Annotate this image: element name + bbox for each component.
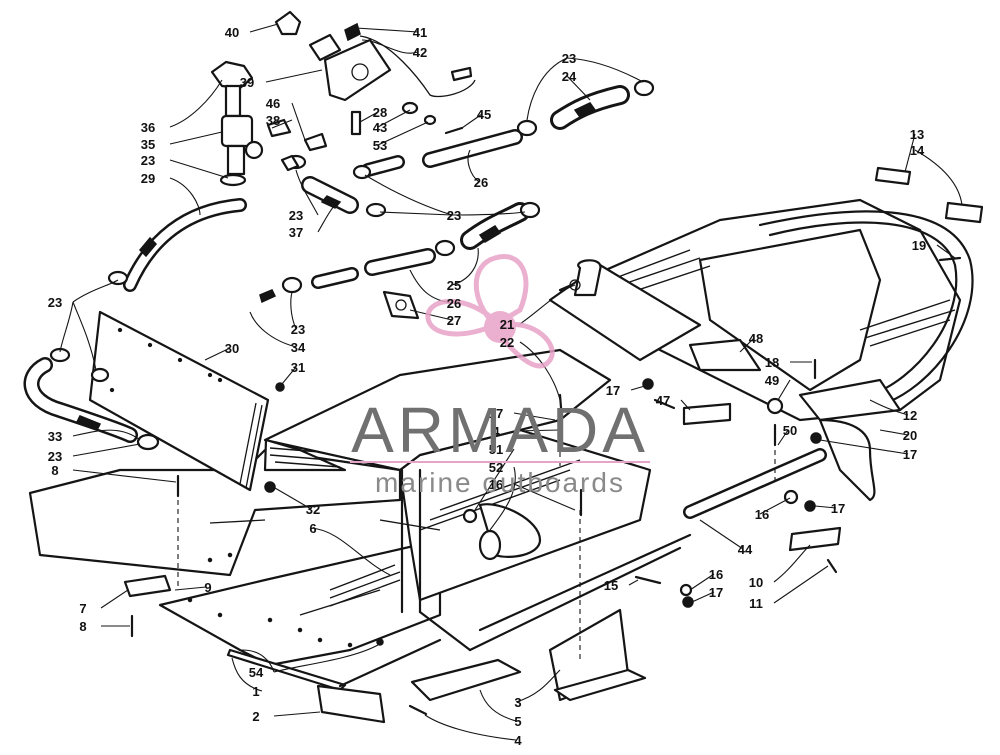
watermark-title: ARMADA: [351, 394, 649, 466]
part-label-39: 39: [240, 75, 254, 90]
part-label-42: 42: [413, 45, 427, 60]
pink-propeller-icon: [425, 254, 555, 369]
leader-lines: [59, 23, 963, 741]
part-label-13: 13: [910, 127, 924, 142]
part-label-38: 38: [266, 113, 280, 128]
part-label-43: 43: [373, 120, 387, 135]
part-label-17: 17: [709, 585, 723, 600]
part-label-26: 26: [474, 175, 488, 190]
part-label-28: 28: [373, 105, 387, 120]
part-label-24: 24: [562, 69, 577, 84]
part-label-23: 23: [48, 295, 62, 310]
part-label-23: 23: [562, 51, 576, 66]
part-label-15: 15: [604, 578, 618, 593]
part-label-1: 1: [252, 684, 259, 699]
part-label-8: 8: [51, 463, 58, 478]
part-label-12: 12: [903, 408, 917, 423]
part-label-48: 48: [749, 331, 763, 346]
part-label-53: 53: [373, 138, 387, 153]
part-label-40: 40: [225, 25, 239, 40]
part-label-32: 32: [306, 502, 320, 517]
part-label-45: 45: [477, 107, 491, 122]
part-label-23: 23: [447, 208, 461, 223]
part-label-23: 23: [291, 322, 305, 337]
part-label-20: 20: [903, 428, 917, 443]
part-label-16: 16: [755, 507, 769, 522]
part-label-26: 26: [447, 296, 461, 311]
part-label-17: 17: [831, 501, 845, 516]
part-label-36: 36: [141, 120, 155, 135]
part-label-34: 34: [291, 340, 306, 355]
part-label-9: 9: [204, 580, 211, 595]
part-label-51: 51: [489, 442, 503, 457]
part-label-44: 44: [738, 542, 753, 557]
part-label-22: 22: [500, 335, 514, 350]
part-label-17: 17: [489, 406, 503, 421]
part-label-49: 49: [765, 373, 779, 388]
rear-bumper-frame: [548, 198, 974, 502]
part-label-8: 8: [79, 619, 86, 634]
part-label-4: 4: [492, 424, 500, 439]
watermark: ARMADA marine outboards: [350, 394, 650, 498]
part-label-11: 11: [749, 596, 763, 611]
part-label-47: 47: [656, 393, 670, 408]
part-label-30: 30: [225, 341, 239, 356]
part-label-23: 23: [289, 208, 303, 223]
part-label-4: 4: [514, 733, 522, 748]
part-label-21: 21: [500, 317, 514, 332]
coolant-hoses: [23, 85, 630, 443]
part-label-3: 3: [514, 695, 521, 710]
part-label-41: 41: [413, 25, 427, 40]
filler-neck-assembly: [210, 10, 476, 176]
part-label-33: 33: [48, 429, 62, 444]
part-label-17: 17: [606, 383, 620, 398]
part-label-2: 2: [252, 709, 259, 724]
part-label-10: 10: [749, 575, 763, 590]
part-label-14: 14: [910, 143, 925, 158]
heat-exchanger-panel: [88, 310, 270, 492]
part-label-18: 18: [765, 355, 779, 370]
part-label-6: 6: [309, 521, 316, 536]
part-label-17: 17: [903, 447, 917, 462]
part-label-7: 7: [79, 601, 86, 616]
part-label-19: 19: [912, 238, 926, 253]
part-label-5: 5: [514, 714, 521, 729]
part-label-37: 37: [289, 225, 303, 240]
small-hardware: [123, 166, 984, 724]
part-label-25: 25: [447, 278, 461, 293]
part-label-50: 50: [783, 423, 797, 438]
part-label-29: 29: [141, 171, 155, 186]
part-label-35: 35: [141, 137, 155, 152]
part-label-54: 54: [249, 665, 264, 680]
frame-tunnel-assembly: [28, 348, 692, 692]
part-label-31: 31: [291, 360, 305, 375]
part-label-23: 23: [141, 153, 155, 168]
watermark-subtitle: marine outboards: [375, 467, 625, 498]
part-label-16: 16: [709, 567, 723, 582]
part-label-52: 52: [489, 460, 503, 475]
part-label-27: 27: [447, 313, 461, 328]
part-label-46: 46: [266, 96, 280, 111]
part-label-23: 23: [48, 449, 62, 464]
part-label-16: 16: [489, 477, 503, 492]
